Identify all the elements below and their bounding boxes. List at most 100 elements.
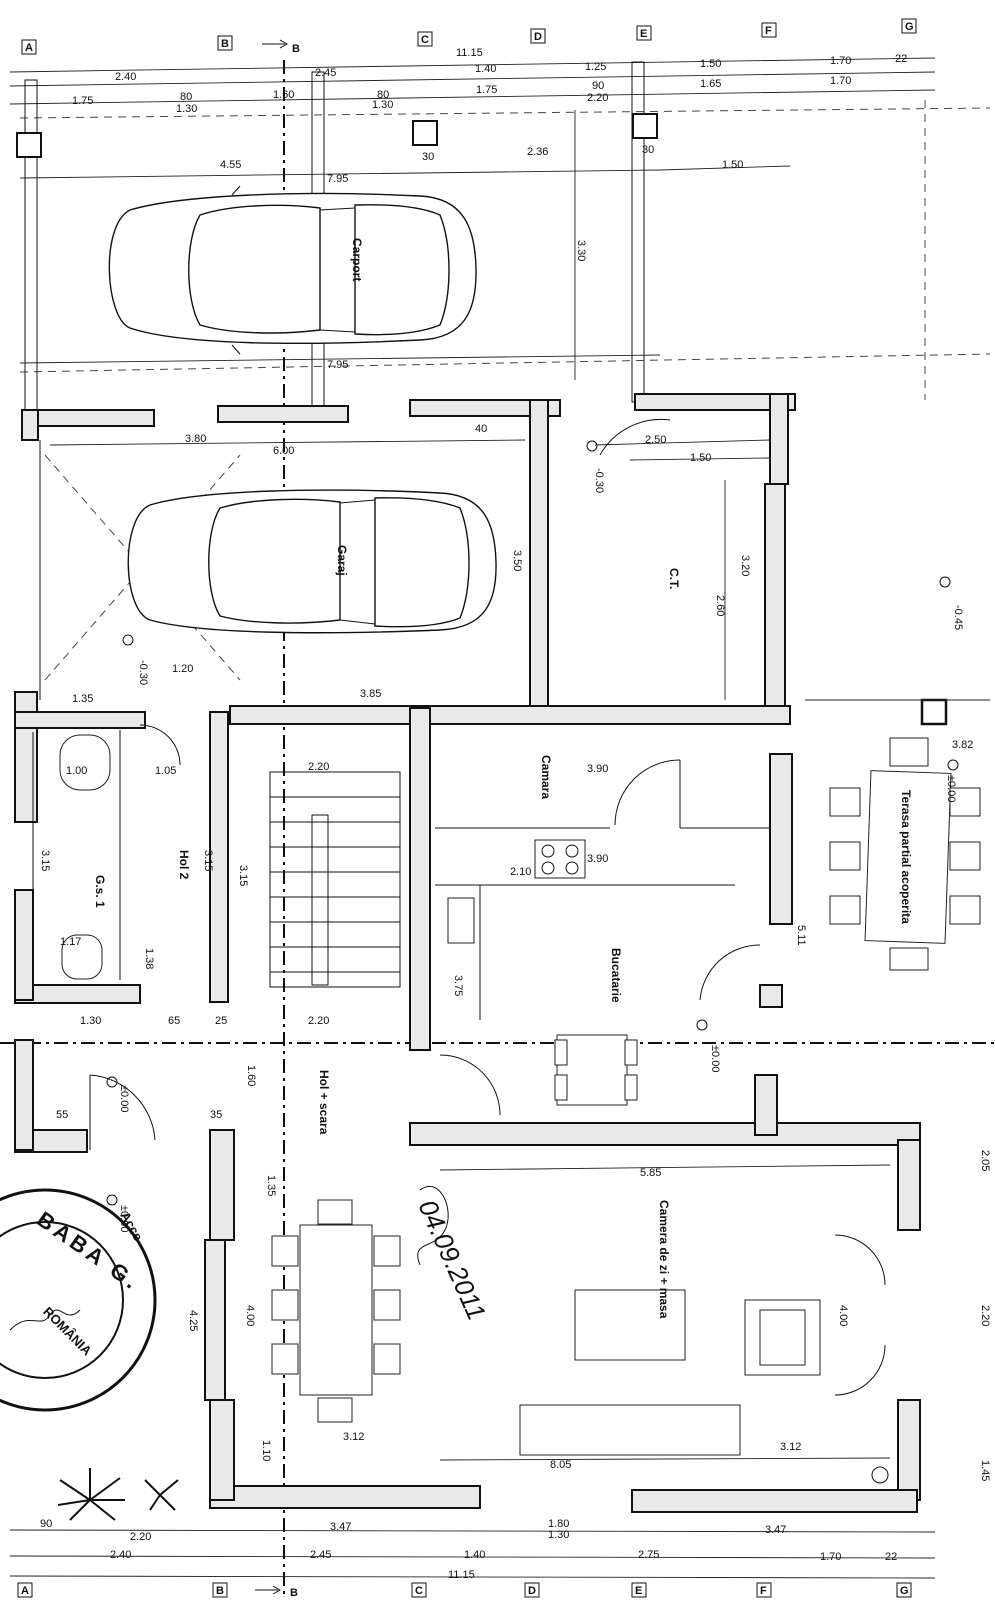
dim-label: 2.05 xyxy=(979,1150,991,1171)
dim-label: 1.30 xyxy=(80,1015,101,1027)
column xyxy=(412,120,438,146)
axis-label: B xyxy=(290,1587,298,1599)
axis-label: A xyxy=(25,42,33,54)
dim-label: 1.30 xyxy=(372,99,393,111)
dim-label: 1.40 xyxy=(475,63,496,75)
dim-label: 1.60 xyxy=(245,1065,257,1086)
column xyxy=(16,132,42,158)
dim-label: 5.11 xyxy=(795,925,807,946)
dim-label: 1.35 xyxy=(265,1175,277,1196)
room-label-camera-zi: Camera de zi + masa xyxy=(657,1200,671,1319)
dim-label: 1.50 xyxy=(700,58,721,70)
room-label-gs1: G.s. 1 xyxy=(93,875,107,908)
dim-label: 1.50 xyxy=(690,452,711,464)
dim-label: 2.75 xyxy=(638,1549,659,1561)
dims-bottom-row2: 2.40 2.45 1.40 2.75 1.70 22 xyxy=(110,1549,897,1563)
level-marker-icon xyxy=(122,634,134,646)
room-label-ct: C.T. xyxy=(667,568,681,589)
dim-label: 3.15 xyxy=(39,850,51,871)
dimension-lines-top xyxy=(9,57,936,105)
axis-label: B xyxy=(216,1585,224,1597)
dim-bottom-total: 11.15 xyxy=(448,1569,475,1581)
dim-label: 3.75 xyxy=(452,975,464,996)
dim-label: 1.75 xyxy=(476,84,497,96)
section-arrow-icon xyxy=(255,1585,282,1595)
dimension-lines-bottom xyxy=(9,1529,936,1579)
signature-scribble xyxy=(9,1309,81,1331)
axis-markers-bottom: A B B C D E F G xyxy=(17,1582,912,1599)
dim-label: 1.70 xyxy=(830,55,851,67)
dim-label: 3.90 xyxy=(587,853,608,865)
column xyxy=(920,698,948,726)
sink-icon xyxy=(59,734,111,791)
table-icon xyxy=(556,1034,628,1106)
dim-label: 3.12 xyxy=(780,1441,801,1453)
axis-label: D xyxy=(534,31,542,43)
dim-label: 22 xyxy=(895,53,907,65)
dim-label: 3.90 xyxy=(587,763,608,775)
axis-label: B xyxy=(292,43,300,55)
dim-label: 1.25 xyxy=(585,61,606,73)
car-carport xyxy=(108,185,477,355)
axis-label: A xyxy=(21,1585,29,1597)
dims-top-row2: 1.75 80 1.30 1.60 80 1.30 1.75 90 2.20 1… xyxy=(72,75,851,115)
level-marker-icon xyxy=(696,1019,708,1031)
dim-label: 1.40 xyxy=(464,1549,485,1561)
level-mark: -0.30 xyxy=(137,660,149,685)
dim-label: 7.95 xyxy=(327,359,348,371)
axis-label: F xyxy=(765,25,772,37)
level-marker-icon xyxy=(106,1194,118,1206)
dim-label: 8.05 xyxy=(550,1459,571,1471)
dims-bottom-row1: 90 2.20 3.47 1.80 1.30 3.47 xyxy=(40,1518,786,1543)
dim-label: 1.17 xyxy=(60,936,81,948)
dim-label: 3.47 xyxy=(765,1524,786,1536)
axis-label: G xyxy=(905,21,914,33)
level-mark: -0.45 xyxy=(952,605,964,630)
dim-label: 1.30 xyxy=(176,103,197,115)
dim-label: 35 xyxy=(210,1109,222,1121)
ct-area: C.T. xyxy=(586,418,771,700)
carport-area: Carport xyxy=(16,61,791,421)
dim-label: 80 xyxy=(377,89,389,101)
dining-table-icon xyxy=(299,1224,373,1396)
level-marker-icon xyxy=(586,440,598,452)
section-arrow-icon xyxy=(262,39,289,49)
dim-label: 5.85 xyxy=(640,1167,661,1179)
kitchen-area: Camara Bucatarie xyxy=(435,755,770,1106)
axis-label: C xyxy=(421,34,429,46)
dim-label: 30 xyxy=(642,144,654,156)
dim-label: 2.20 xyxy=(130,1531,151,1543)
level-mark: ±0.00 xyxy=(709,1045,721,1072)
room-label-hol2: Hol 2 xyxy=(177,850,191,880)
dim-label: 65 xyxy=(168,1015,180,1027)
room-label-camara: Camara xyxy=(539,755,553,799)
dim-label: 1.38 xyxy=(143,948,155,969)
dim-label: 3.15 xyxy=(237,865,249,886)
dim-label: 1.50 xyxy=(722,159,743,171)
dim-label: 80 xyxy=(180,91,192,103)
dim-label: 3.85 xyxy=(360,688,381,700)
dim-label: 6.00 xyxy=(273,445,294,457)
dim-label: 1.70 xyxy=(830,75,851,87)
room-label-terasa: Terasa partial acoperita xyxy=(899,790,913,924)
car-garage xyxy=(127,489,497,634)
dim-label: 1.05 xyxy=(155,765,176,777)
dim-label: 4.55 xyxy=(220,159,241,171)
dim-label: 1.30 xyxy=(548,1529,569,1541)
level-marker-icon xyxy=(947,759,959,771)
dim-label: 3.50 xyxy=(511,550,523,571)
dim-label: 4.00 xyxy=(244,1305,256,1326)
dim-label: 2.40 xyxy=(115,71,136,83)
dim-label: 2.20 xyxy=(308,761,329,773)
dim-label: 25 xyxy=(215,1015,227,1027)
toilet-icon xyxy=(61,934,103,980)
dim-label: 2.10 xyxy=(510,866,531,878)
hol2-area: Hol 2 G.s. 1 xyxy=(32,724,191,985)
dim-label: 30 xyxy=(422,151,434,163)
axis-label: C xyxy=(415,1585,423,1597)
dim-label: 7.95 xyxy=(327,173,348,185)
dim-label: 3.47 xyxy=(330,1521,351,1533)
dim-label: 1.35 xyxy=(72,693,93,705)
dim-label: 1.80 xyxy=(548,1518,569,1530)
dim-label: 1.65 xyxy=(700,78,721,90)
